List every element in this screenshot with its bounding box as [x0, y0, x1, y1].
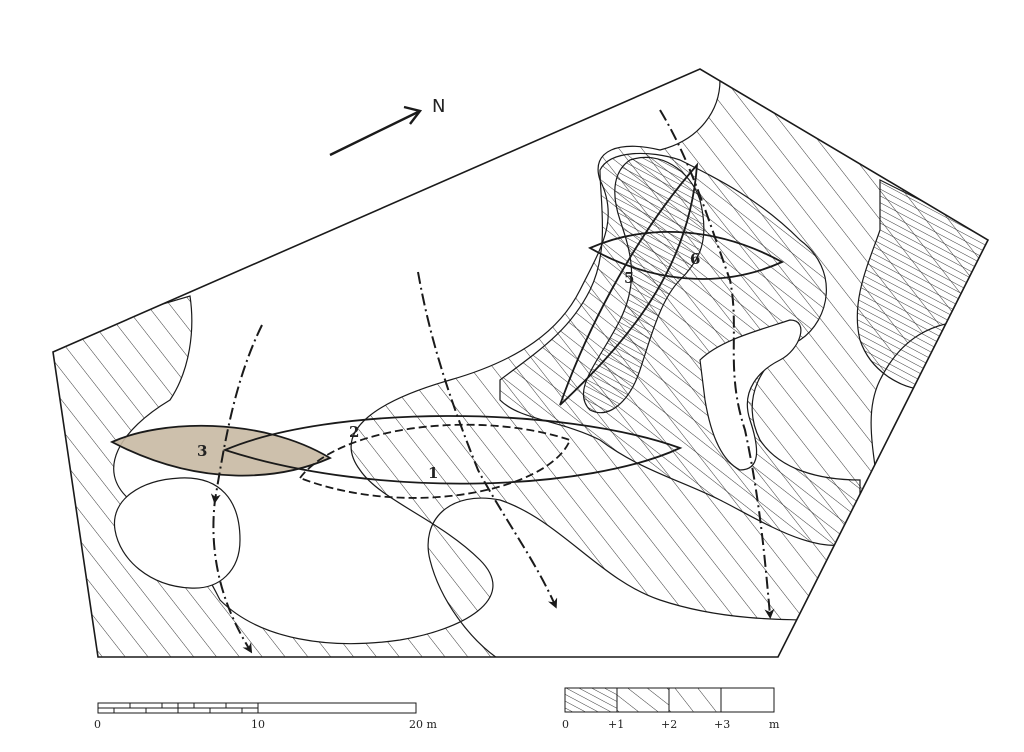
distance-scale-label-10: 10	[251, 718, 265, 731]
elevation-legend-unit: m	[769, 718, 780, 731]
feature-5-shape	[559, 162, 699, 406]
feature-label-2: 2	[349, 423, 359, 441]
distance-scale-label-20: 20 m	[409, 718, 437, 731]
elevation-legend-label-plus1: +1	[608, 718, 624, 731]
flow-line-3	[659, 109, 775, 619]
feature-label-6: 6	[690, 250, 700, 268]
flow-line-1	[210, 324, 263, 654]
feature-labels: 1 2 3 5 6	[197, 250, 700, 482]
elevation-zone-island-right	[699, 319, 802, 471]
feature-label-3: 3	[197, 442, 207, 460]
features	[109, 162, 785, 499]
elevation-legend-label-0: 0	[562, 718, 569, 731]
feature-label-5: 5	[624, 269, 634, 287]
distance-scale-bar: 0 10 20 m	[94, 702, 437, 731]
feature-6-shape	[587, 231, 785, 280]
feature-label-1: 1	[428, 464, 438, 482]
flow-lines	[210, 109, 775, 654]
flow-line-2	[417, 271, 558, 609]
elevation-zone-plus2	[499, 152, 861, 546]
elevation-legend-label-plus3: +3	[714, 718, 730, 731]
distance-scale-label-0: 0	[94, 718, 101, 731]
elevation-legend: 0 +1 +2 +3 m	[562, 687, 780, 731]
north-arrow: N	[329, 96, 445, 157]
north-label: N	[432, 96, 445, 117]
feature-1-shape	[298, 423, 572, 499]
feature-2-shape	[222, 415, 683, 485]
elevation-legend-label-plus2: +2	[661, 718, 677, 731]
